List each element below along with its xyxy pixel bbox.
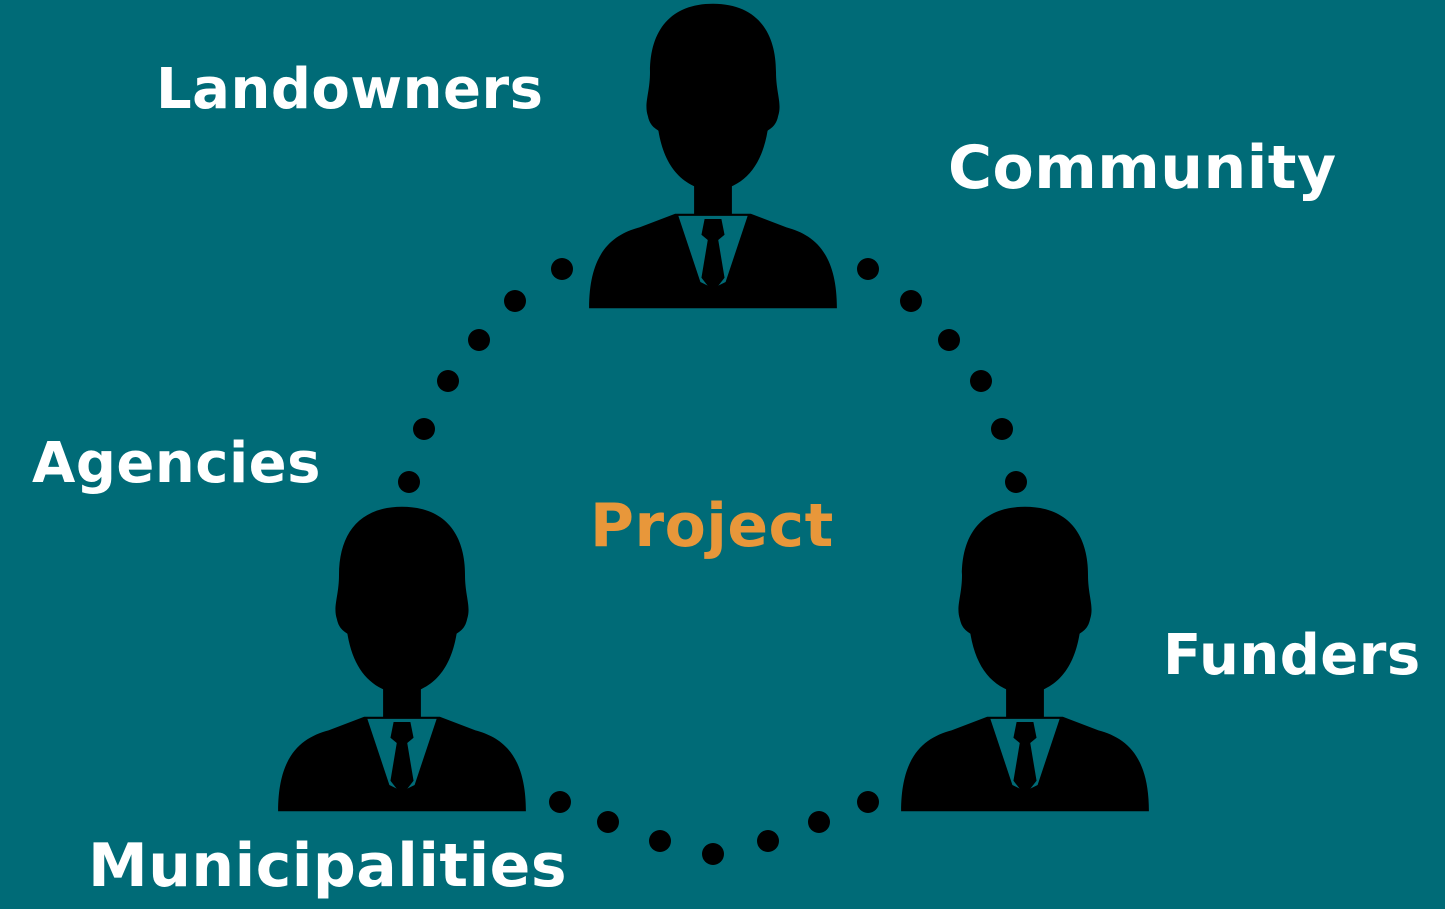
connector-dot — [857, 791, 879, 813]
connector-dot — [398, 471, 420, 493]
landowners-label: Landowners — [156, 57, 544, 122]
connector-dot — [938, 329, 960, 351]
connector-dot — [413, 418, 435, 440]
connector-dot — [991, 418, 1013, 440]
dotted-connector — [398, 258, 1027, 865]
funders-label: Funders — [1163, 623, 1421, 688]
agencies-label: Agencies — [32, 431, 321, 496]
connector-dot — [757, 830, 779, 852]
connector-dot — [900, 290, 922, 312]
connector-dot — [649, 830, 671, 852]
connector-dot — [437, 370, 459, 392]
connector-dot — [702, 843, 724, 865]
connector-dot — [1005, 471, 1027, 493]
connector-dot — [808, 811, 830, 833]
connector-dot — [597, 811, 619, 833]
connector-dot — [551, 258, 573, 280]
connector-dot — [504, 290, 526, 312]
connector-dot — [970, 370, 992, 392]
community-label: Community — [948, 133, 1337, 203]
connector-dot — [468, 329, 490, 351]
connector-dot — [857, 258, 879, 280]
municipalities-label: Municipalities — [88, 831, 568, 901]
connector-dot — [549, 791, 571, 813]
project-center-label: Project — [590, 491, 834, 561]
